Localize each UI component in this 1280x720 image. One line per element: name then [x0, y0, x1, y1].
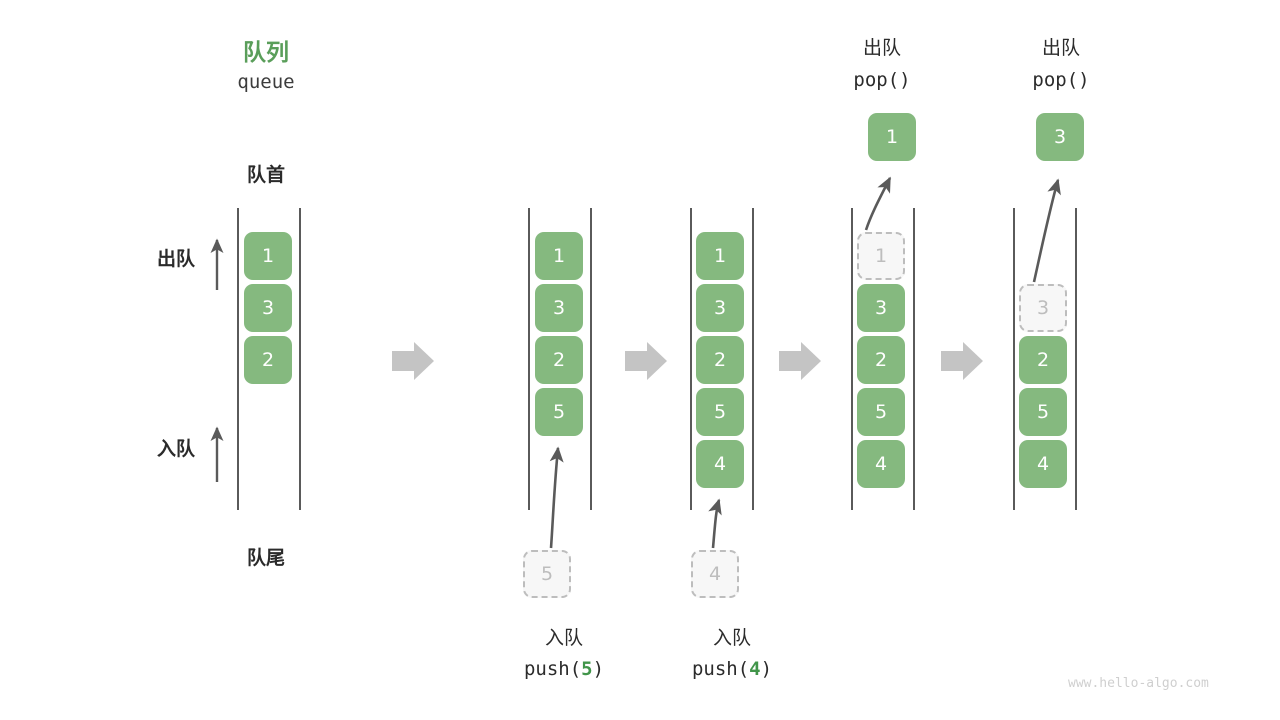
rail-right-col4: [913, 208, 915, 510]
pop-3-arrow: [1032, 178, 1061, 283]
rail-left-col3: [690, 208, 692, 510]
queue-title-cn: 队列: [243, 40, 289, 66]
rail-left-col1: [237, 208, 239, 510]
push-op-code-suffix: ): [592, 658, 605, 680]
queue-cell: 4: [1019, 440, 1067, 488]
push-op-code-num: 4: [749, 658, 761, 680]
step-separator-arrow: [392, 342, 434, 380]
queue-cell: 3: [857, 284, 905, 332]
step-separator-arrow: [625, 342, 667, 380]
queue-cell: 3: [535, 284, 583, 332]
push-op-label-cn: 入队: [712, 627, 751, 649]
pop-op-label-cn: 出队: [1041, 37, 1080, 59]
popped-cell: 1: [868, 113, 916, 161]
enqueue-side-label: 入队: [156, 438, 195, 460]
popped-cell: 3: [1036, 113, 1084, 161]
pop-op-code: pop(): [1032, 69, 1090, 91]
step-separator-arrow: [941, 342, 983, 380]
push-op-code-suffix: ): [760, 658, 773, 680]
rail-right-col2: [590, 208, 592, 510]
rail-left-col2: [528, 208, 530, 510]
queue-cell-ghost: 3: [1019, 284, 1067, 332]
queue-cell: 2: [857, 336, 905, 384]
queue-head-label: 队首: [246, 164, 285, 186]
queue-cell: 1: [535, 232, 583, 280]
incoming-cell-ghost: 4: [691, 550, 739, 598]
queue-cell: 2: [244, 336, 292, 384]
queue-cell: 1: [244, 232, 292, 280]
queue-cell: 3: [696, 284, 744, 332]
queue-cell: 5: [1019, 388, 1067, 436]
queue-cell-ghost: 1: [857, 232, 905, 280]
queue-cell: 5: [535, 388, 583, 436]
dequeue-side-label: 出队: [156, 248, 195, 270]
pop-op-label-cn: 出队: [862, 37, 901, 59]
queue-cell: 5: [857, 388, 905, 436]
queue-cell: 5: [696, 388, 744, 436]
queue-cell: 4: [857, 440, 905, 488]
pop-op-code: pop(): [853, 69, 911, 91]
rail-left-col5: [1013, 208, 1015, 510]
push-op-code-prefix: push(: [523, 658, 582, 680]
push-op-code: push(5): [499, 658, 629, 680]
rail-right-col3: [752, 208, 754, 510]
watermark: www.hello-algo.com: [1068, 676, 1209, 691]
push-5-arrow: [549, 446, 564, 549]
queue-cell: 4: [696, 440, 744, 488]
queue-tail-label: 队尾: [246, 547, 285, 569]
queue-cell: 2: [1019, 336, 1067, 384]
push-4-arrow: [708, 498, 722, 549]
rail-left-col4: [851, 208, 853, 510]
step-separator-arrow: [779, 342, 821, 380]
queue-cell: 3: [244, 284, 292, 332]
push-op-code-prefix: push(: [691, 658, 750, 680]
push-op-label-cn: 入队: [544, 627, 583, 649]
rail-right-col1: [299, 208, 301, 510]
queue-cell: 2: [696, 336, 744, 384]
queue-cell: 2: [535, 336, 583, 384]
queue-cell: 1: [696, 232, 744, 280]
rail-right-col5: [1075, 208, 1077, 510]
queue-title-code: queue: [237, 71, 295, 93]
incoming-cell-ghost: 5: [523, 550, 571, 598]
push-op-code: push(4): [667, 658, 797, 680]
push-op-code-num: 5: [581, 658, 593, 680]
pop-1-arrow: [864, 176, 892, 231]
